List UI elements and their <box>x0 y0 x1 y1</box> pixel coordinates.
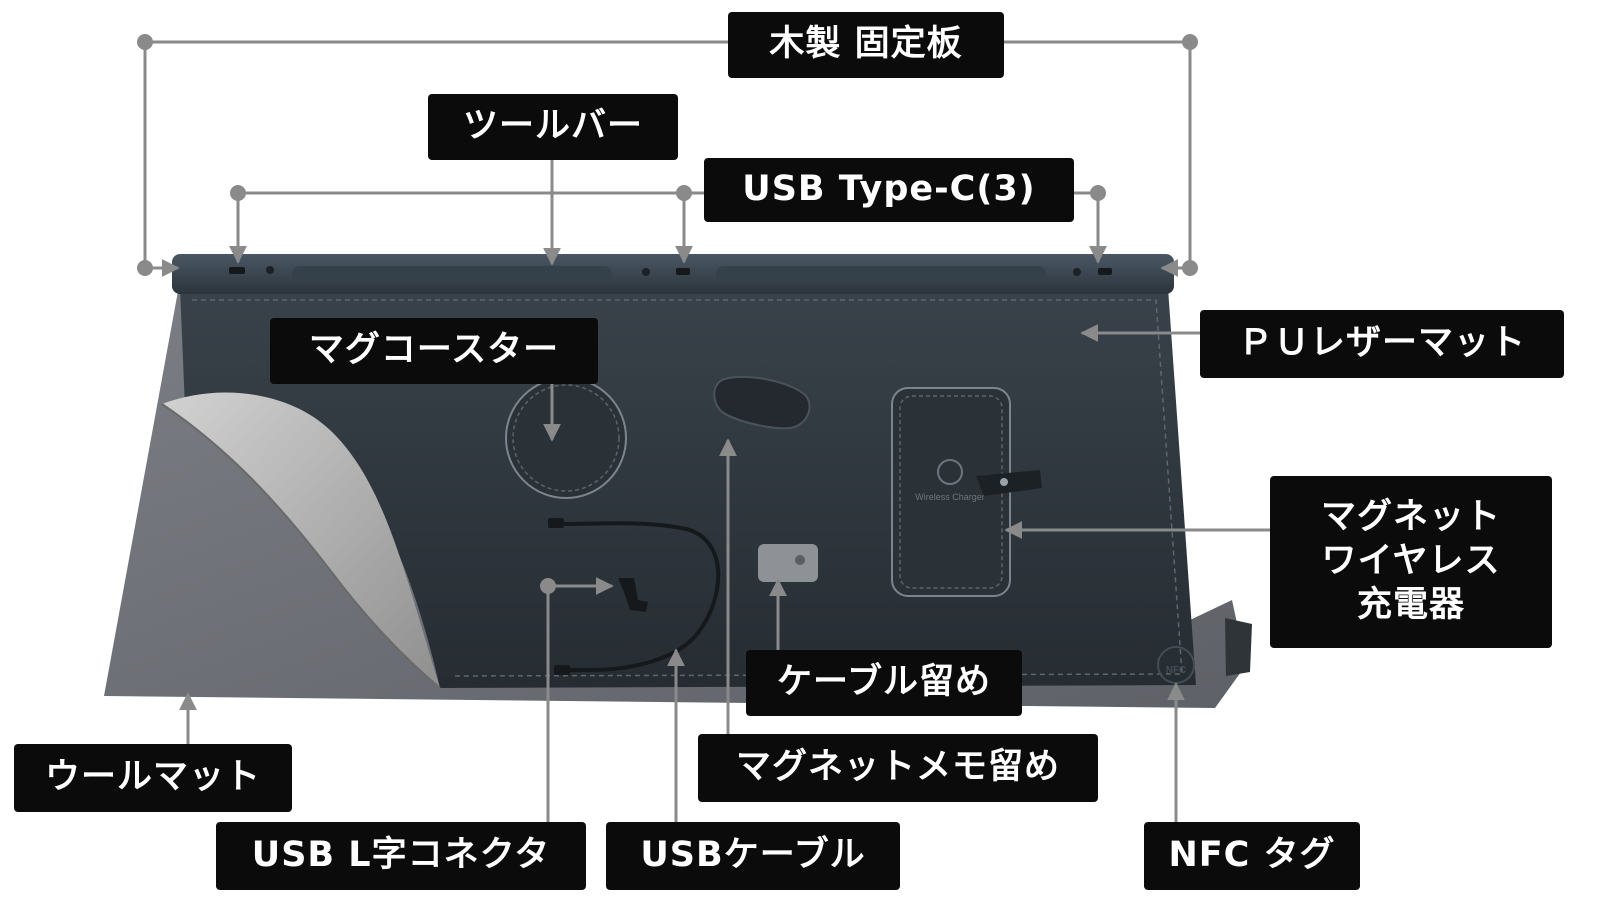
usb-port-3 <box>1098 268 1112 275</box>
label-mug-coaster: マグコースター <box>270 318 598 384</box>
screw-2 <box>642 268 650 276</box>
curled-underside <box>162 392 440 688</box>
label-usb-type-c: USB Type-C(3) <box>704 158 1074 222</box>
label-cable-clip: ケーブル留め <box>746 650 1022 716</box>
label-usb-l-connector: USB L字コネクタ <box>216 822 586 890</box>
label-wireless-charger-line3: 充電器 <box>1356 584 1465 625</box>
leader-wooden-board-right <box>1160 42 1192 277</box>
usb-cable-plug-top <box>548 518 564 528</box>
mug-coaster-stitch <box>512 384 620 492</box>
curl-edge <box>161 403 441 689</box>
usb-port-1 <box>229 267 245 274</box>
usb-l-connector-shape <box>618 578 648 612</box>
nfc-print: NFC <box>1166 665 1187 676</box>
cable-clip-button <box>1000 478 1008 486</box>
label-usb-cable: USBケーブル <box>606 822 900 890</box>
screw-3 <box>1073 268 1081 276</box>
usb-cable-plug-bottom <box>554 665 570 675</box>
label-wool-mat: ウールマット <box>14 744 292 812</box>
desk-mat-product: Wireless Charger NFC <box>104 254 1252 708</box>
label-toolbar: ツールバー <box>428 94 678 160</box>
dot-usb-c-left <box>230 185 246 201</box>
label-wireless-charger-line2: ワイヤレス <box>1321 541 1501 582</box>
dot-board-right <box>1182 260 1198 276</box>
usb-cable-shape <box>559 521 721 672</box>
dot-usb-c-mid <box>676 185 692 201</box>
mug-coaster-shape <box>505 377 627 499</box>
charger-print: Wireless Charger <box>915 492 985 502</box>
label-wireless-charger-line1: マグネット <box>1320 497 1501 538</box>
toolbar-slot-left <box>292 266 612 282</box>
dot-board-left <box>137 260 153 276</box>
leader-dots <box>137 34 1198 594</box>
charger-wireless-icon <box>937 459 963 485</box>
label-nfc-tag: NFC タグ <box>1144 822 1360 890</box>
leader-wooden-board-left <box>143 42 180 277</box>
dot-board-right-top <box>1182 34 1198 50</box>
dot-usb-l <box>540 578 556 594</box>
usb-port-2 <box>676 268 690 275</box>
label-wooden-board: 木製 固定板 <box>728 12 1004 78</box>
wooden-board-shape <box>172 254 1174 294</box>
dot-board-left-top <box>137 34 153 50</box>
cable-clip-strap <box>976 470 1042 496</box>
cable-clip-hole <box>795 555 805 565</box>
charger-stitch <box>899 395 1003 589</box>
memo-clip-shape <box>713 375 811 430</box>
toolbar-slot-right <box>716 266 1046 282</box>
dot-usb-c-right <box>1090 185 1106 201</box>
screw-1 <box>266 266 274 274</box>
cable-clip-shape <box>758 544 818 582</box>
label-wireless-charger: マグネット ワイヤレス 充電器 <box>1270 476 1552 648</box>
label-magnet-memo-clip: マグネットメモ留め <box>698 734 1098 802</box>
label-pu-leather-mat: ＰＵレザーマット <box>1200 310 1564 378</box>
felt-side-tab <box>1225 618 1252 676</box>
